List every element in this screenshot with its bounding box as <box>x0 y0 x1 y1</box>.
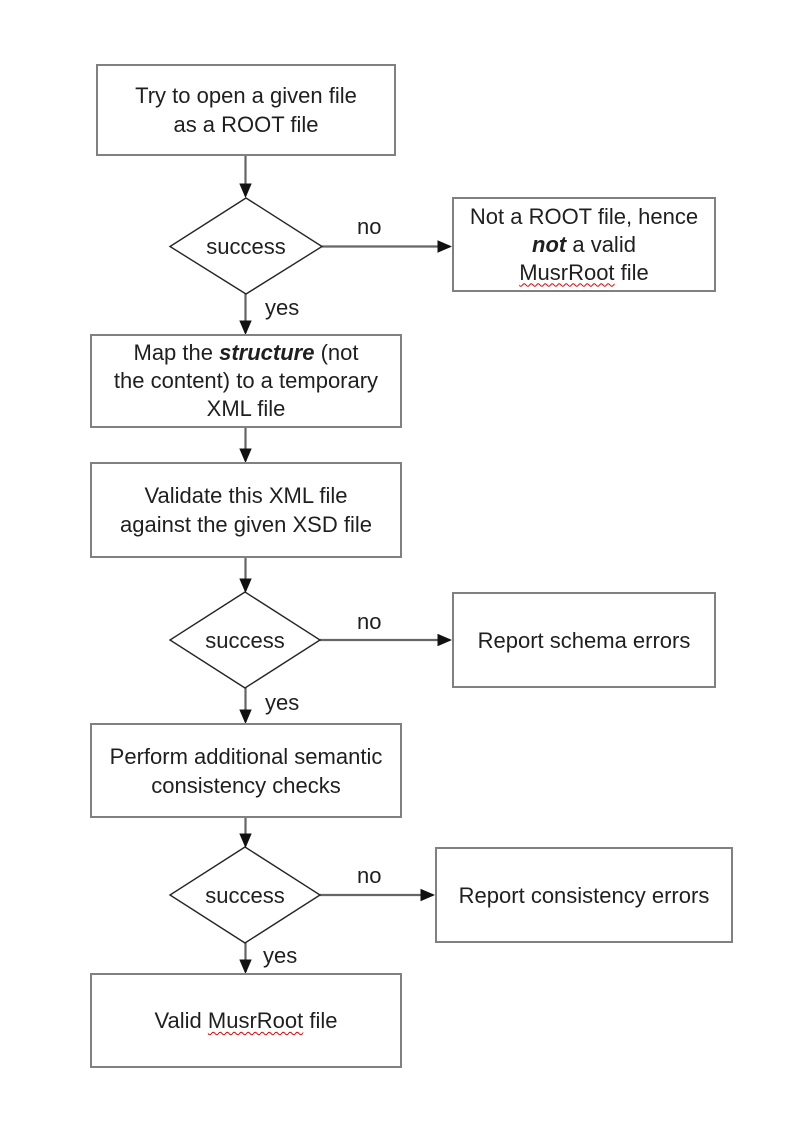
arrowhead-right-3 <box>420 888 435 902</box>
map-line1: Map the structure (not <box>134 339 359 367</box>
semantic-line1: Perform additional semantic <box>109 743 383 769</box>
process-box-try-open-root: Try to open a given file as a ROOT file <box>96 64 396 156</box>
not-root-musrroot-word: MusrRoot <box>519 259 615 285</box>
not-root-line2: not a valid <box>532 231 636 259</box>
valid-line1: Valid MusrRoot file <box>154 1006 337 1035</box>
terminal-box-not-root-file: Not a ROOT file, hence not a valid MusrR… <box>452 197 716 292</box>
map-line1-pre: Map the <box>133 340 220 365</box>
semantic-line2: consistency checks <box>151 772 341 798</box>
connector-lines <box>244 156 450 972</box>
arrowhead-down-7 <box>239 959 252 974</box>
map-line2: the content) to a temporary <box>113 368 379 393</box>
arrowhead-right-2 <box>437 633 452 647</box>
valid-pre: Valid <box>154 1008 208 1033</box>
process-box-validate-xml: Validate this XML file against the given… <box>90 462 402 558</box>
not-root-line1: Not a ROOT file, hence <box>469 203 699 229</box>
not-root-line3: MusrRoot file <box>519 259 649 287</box>
decision2-diamond <box>168 591 322 689</box>
edge-label-no-2: no <box>357 609 382 634</box>
arrowhead-right-1 <box>437 240 452 253</box>
not-root-line3-rest: file <box>614 259 649 285</box>
map-line1-post: (not <box>314 340 359 365</box>
arrowhead-down-4 <box>239 578 252 593</box>
edge-label-no-3: no <box>357 863 382 888</box>
edge-label-no-1: no <box>357 214 382 239</box>
arrowhead-down-2 <box>239 320 252 335</box>
validate-line2: against the given XSD file <box>120 512 372 537</box>
arrowheads <box>239 183 452 974</box>
arrowhead-down-1 <box>239 183 252 198</box>
valid-musrroot-word: MusrRoot <box>207 1008 304 1033</box>
schema-errors-line1: Report schema errors <box>477 627 691 653</box>
process-box-map-structure: Map the structure (not the content) to a… <box>90 334 402 428</box>
arrowhead-down-3 <box>239 448 252 463</box>
consistency-errors-line1: Report consistency errors <box>458 882 710 908</box>
valid-post: file <box>303 1008 338 1033</box>
try-open-line2: as a ROOT file <box>173 112 319 137</box>
decision3-diamond <box>168 846 322 944</box>
map-line3: XML file <box>206 396 286 421</box>
edge-label-yes-1: yes <box>265 295 300 320</box>
edge-label-yes-3: yes <box>263 943 298 968</box>
validate-line1: Validate this XML file <box>144 483 348 508</box>
not-root-emphasis: not <box>532 231 567 257</box>
map-structure-emphasis: structure <box>219 340 315 365</box>
decision1-diamond <box>168 197 324 295</box>
try-open-line1: Try to open a given file <box>135 83 357 108</box>
process-box-semantic-checks: Perform additional semantic consistency … <box>90 723 402 818</box>
arrowhead-down-5 <box>239 709 252 724</box>
arrowhead-down-6 <box>239 833 252 848</box>
decision-diamonds <box>168 197 324 944</box>
not-root-line2-rest: a valid <box>566 231 636 257</box>
decision2-label: success <box>205 628 285 653</box>
edge-label-yes-2: yes <box>265 690 300 715</box>
terminal-box-report-schema-errors: Report schema errors <box>452 592 716 688</box>
terminal-box-valid-musrroot: Valid MusrRoot file <box>90 973 402 1068</box>
decision3-label: success <box>205 883 285 908</box>
decision1-label: success <box>206 234 286 259</box>
terminal-box-report-consistency-errors: Report consistency errors <box>435 847 733 943</box>
